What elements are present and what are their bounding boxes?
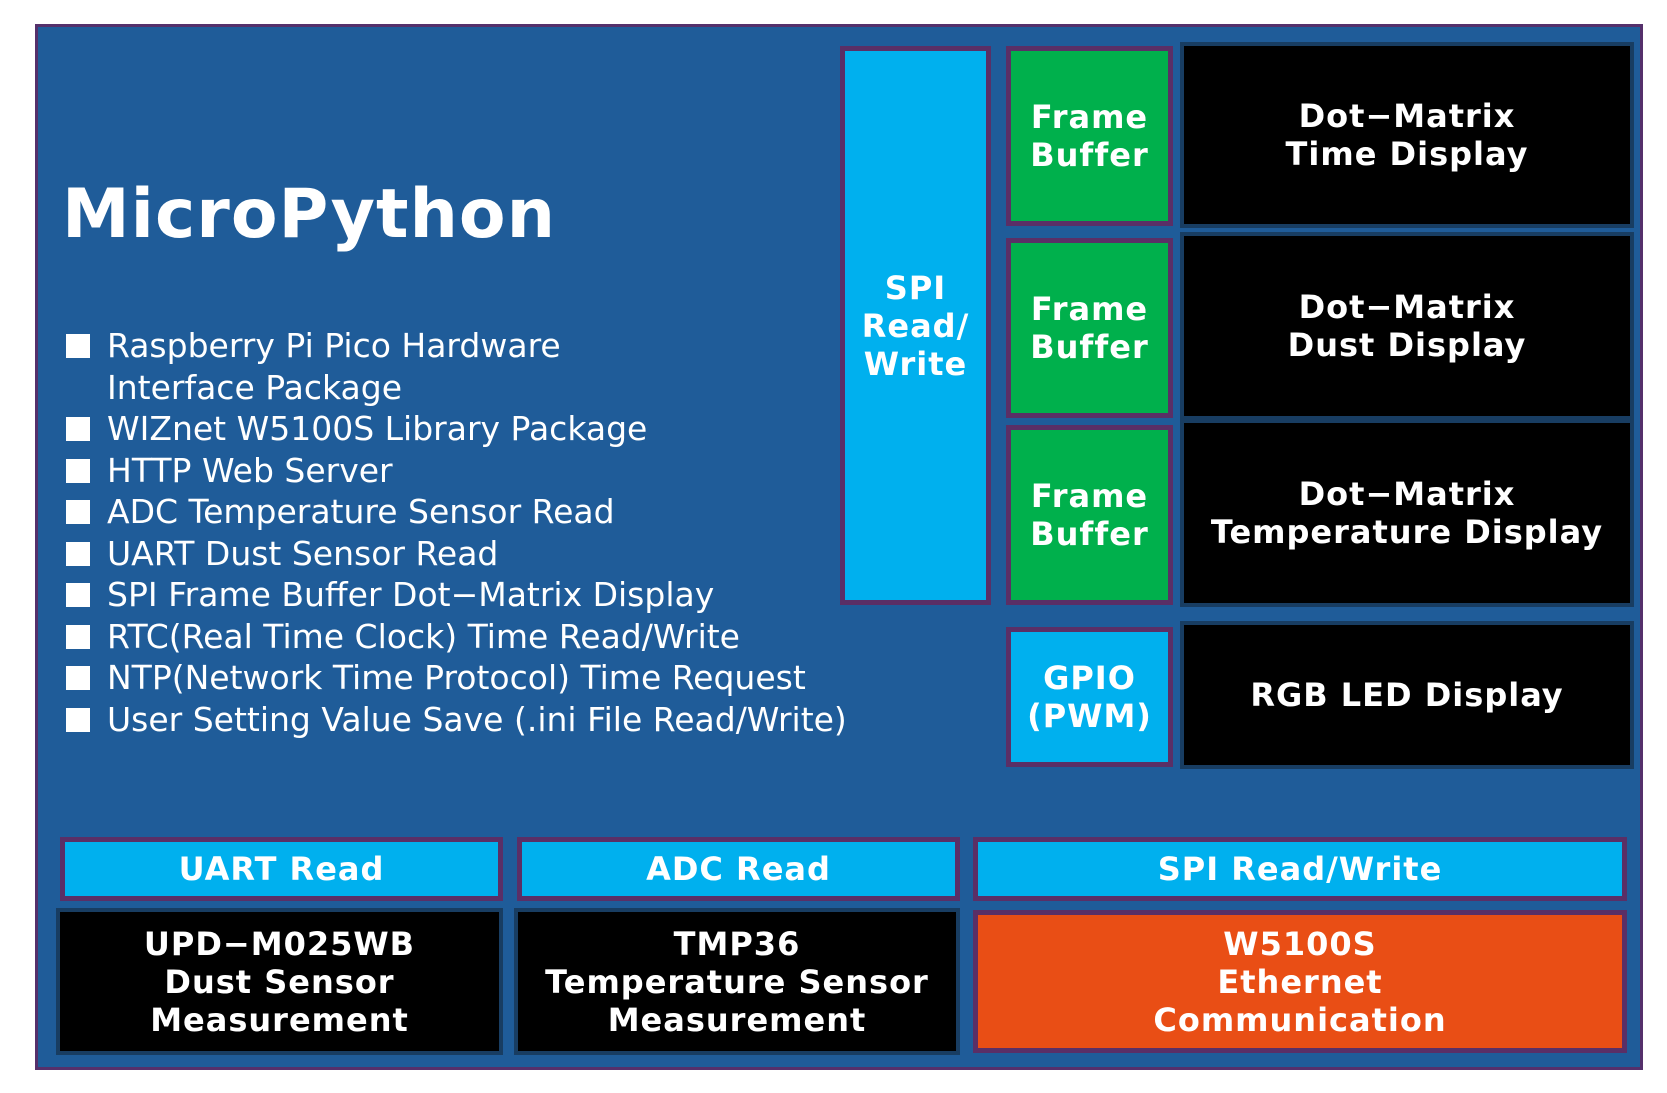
square-bullet-icon bbox=[66, 583, 90, 607]
square-bullet-icon bbox=[66, 458, 90, 483]
feature-label: ADC Temperature Sensor Read bbox=[107, 492, 615, 531]
feature-list: Raspberry Pi Pico Hardware Interface Pac… bbox=[62, 325, 872, 740]
feature-item: Raspberry Pi Pico Hardware Interface Pac… bbox=[62, 325, 872, 408]
feature-label: RTC(Real Time Clock) Time Read/Write bbox=[107, 616, 740, 656]
temperature-sensor-block: TMP36 Temperature Sensor Measurement bbox=[514, 908, 960, 1055]
w5100s-ethernet-block: W5100S Ethernet Communication bbox=[973, 910, 1627, 1053]
uart-read-bar: UART Read bbox=[60, 837, 503, 901]
feature-item: ADC Temperature Sensor Read bbox=[62, 491, 872, 533]
feature-item: WIZnet W5100S Library Package bbox=[62, 408, 872, 450]
dot-matrix-time-display: Dot−Matrix Time Display bbox=[1180, 42, 1634, 228]
feature-item: UART Dust Sensor Read bbox=[62, 533, 872, 575]
feature-label: UART Dust Sensor Read bbox=[107, 533, 499, 573]
frame-buffer-time: Frame Buffer bbox=[1006, 46, 1173, 226]
feature-item: HTTP Web Server bbox=[62, 450, 872, 492]
square-bullet-icon bbox=[66, 417, 90, 441]
feature-label: NTP(Network Time Protocol) Time Request bbox=[107, 658, 806, 697]
diagram-title: MicroPython bbox=[62, 175, 557, 254]
square-bullet-icon bbox=[66, 666, 90, 690]
square-bullet-icon bbox=[66, 624, 90, 649]
feature-item: SPI Frame Buffer Dot−Matrix Display bbox=[62, 574, 872, 616]
feature-label: WIZnet W5100S Library Package bbox=[107, 409, 648, 448]
dot-matrix-temperature-display: Dot−Matrix Temperature Display bbox=[1180, 419, 1634, 607]
dust-sensor-block: UPD−M025WB Dust Sensor Measurement bbox=[56, 908, 503, 1055]
rgb-led-display: RGB LED Display bbox=[1180, 621, 1634, 769]
feature-label: SPI Frame Buffer Dot−Matrix Display bbox=[107, 575, 715, 614]
square-bullet-icon bbox=[66, 500, 90, 524]
feature-label: Raspberry Pi Pico Hardware Interface Pac… bbox=[107, 326, 561, 407]
spi-bus-block: SPI Read/ Write bbox=[840, 46, 991, 605]
feature-label: HTTP Web Server bbox=[107, 450, 393, 490]
feature-item: NTP(Network Time Protocol) Time Request bbox=[62, 657, 872, 699]
feature-item: User Setting Value Save (.ini File Read/… bbox=[62, 699, 872, 741]
spi-read-write-bar: SPI Read/Write bbox=[973, 837, 1627, 901]
feature-item: RTC(Real Time Clock) Time Read/Write bbox=[62, 616, 872, 658]
square-bullet-icon bbox=[66, 334, 90, 358]
square-bullet-icon bbox=[66, 541, 90, 566]
adc-read-bar: ADC Read bbox=[517, 837, 960, 901]
frame-buffer-temperature: Frame Buffer bbox=[1006, 425, 1173, 605]
dot-matrix-dust-display: Dot−Matrix Dust Display bbox=[1180, 232, 1634, 420]
gpio-pwm-block: GPIO (PWM) bbox=[1006, 627, 1173, 767]
frame-buffer-dust: Frame Buffer bbox=[1006, 238, 1173, 418]
square-bullet-icon bbox=[66, 707, 90, 732]
feature-label: User Setting Value Save (.ini File Read/… bbox=[107, 699, 847, 739]
